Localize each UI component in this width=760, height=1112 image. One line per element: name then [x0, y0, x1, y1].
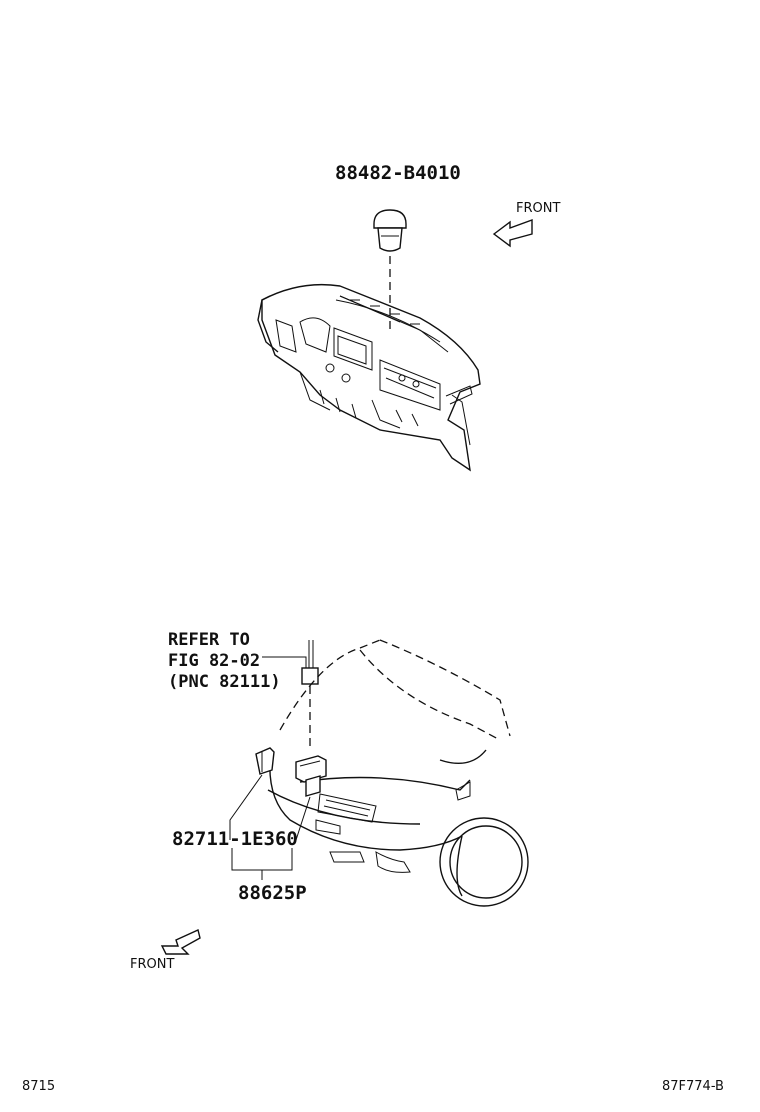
- dashboard-panel-drawing: [257, 283, 481, 472]
- front-label-top: FRONT: [516, 201, 560, 216]
- side-sensor-leader: [229, 774, 263, 840]
- bumper-sensor-side-icon: [255, 747, 275, 775]
- wire-connector-icon: [301, 640, 319, 685]
- bumper-sensor-center-icon: [295, 755, 327, 797]
- part-number-88625p[interactable]: 88625P: [238, 882, 307, 904]
- figure-code: 87F774-B: [662, 1079, 724, 1094]
- front-arrow-bottom-icon: [160, 929, 201, 955]
- refer-note-line3: (PNC 82111): [168, 672, 281, 692]
- assembly-bracket-line: [231, 848, 293, 871]
- sensor-cap-icon: [373, 209, 407, 252]
- center-sensor-leader: [295, 796, 311, 841]
- part-number-88482[interactable]: 88482-B4010: [335, 162, 461, 184]
- front-label-bottom: FRONT: [130, 957, 174, 972]
- front-arrow-top-icon: [492, 219, 533, 248]
- page-code: 8715: [22, 1079, 55, 1094]
- part-number-82711[interactable]: 82711-1E360: [172, 828, 298, 850]
- refer-note-line2[interactable]: FIG 82-02: [168, 651, 260, 671]
- refer-leader-line: [262, 656, 307, 668]
- refer-note-line1: REFER TO: [168, 630, 250, 650]
